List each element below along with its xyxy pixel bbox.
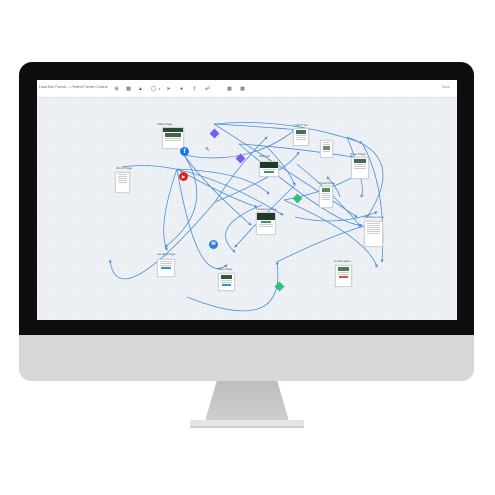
top-toolbar: Lead Gen Funnel — Perfect Funnel Content… (37, 80, 457, 98)
node-label: Webinar (259, 154, 271, 158)
node-label: Confirmation (334, 259, 352, 263)
page-node-confirm[interactable] (335, 265, 352, 287)
page-node-video[interactable] (218, 273, 235, 291)
connector (213, 122, 363, 144)
connector-lines (108, 122, 384, 312)
node-label: Order Page (350, 152, 366, 156)
share-icon[interactable]: ☍ (204, 85, 211, 92)
email-icon[interactable]: ✉ (209, 240, 218, 249)
page-node-landing[interactable] (157, 259, 175, 277)
page-node-order[interactable] (351, 157, 369, 179)
connector (108, 201, 216, 280)
page-node-email[interactable] (320, 140, 333, 158)
pointer-icon[interactable]: ➤ (166, 85, 171, 92)
plus-icon[interactable]: ⊞ (114, 85, 119, 92)
connector (163, 168, 178, 251)
node-label: Members Area (364, 215, 384, 219)
node-label: Video Page (217, 267, 233, 271)
node-label: Sales Page (157, 122, 173, 126)
connector (176, 168, 228, 269)
node-label: Thank You (294, 123, 309, 127)
connector (283, 199, 378, 268)
node-label: Upsell Page (319, 181, 336, 185)
connector (164, 154, 198, 248)
circle-icon[interactable]: ◯ (150, 85, 157, 92)
connector (183, 154, 252, 226)
funnel-canvas[interactable]: Sales Page Thank You Webinar Opt-In Page… (37, 97, 457, 320)
connector (225, 204, 263, 253)
app-screen: Lead Gen Funnel — Perfect Funnel Content… (37, 80, 457, 320)
page-node-thank-you[interactable] (293, 128, 309, 146)
cursor-icon: ↖ (205, 147, 211, 153)
connector (276, 224, 368, 263)
grid-icon[interactable]: ▦ (227, 85, 232, 92)
connector (266, 146, 296, 186)
page-node-optin[interactable] (115, 172, 130, 193)
node-label: Opt-In Page (116, 166, 133, 170)
connector (326, 176, 341, 198)
node-label: Landing Page (157, 252, 176, 256)
save-button[interactable]: Save (442, 85, 450, 89)
connector (213, 123, 300, 132)
image-icon[interactable]: ▩ (126, 85, 131, 92)
monitor-stand (205, 381, 289, 421)
connector (296, 163, 362, 228)
monitor-base (190, 420, 304, 428)
connector (214, 136, 268, 203)
funnel-title[interactable]: Lead Gen Funnel — Perfect Funnel Content (39, 85, 108, 89)
page-node-sales[interactable] (162, 127, 184, 149)
connector (238, 143, 354, 159)
youtube-icon[interactable]: ▶ (179, 172, 188, 181)
connector (346, 136, 384, 218)
record-icon[interactable]: ● (179, 85, 184, 92)
connector (183, 129, 296, 159)
connector (186, 261, 279, 312)
page-node-upsell[interactable] (319, 186, 333, 208)
page-node-webinar[interactable] (259, 161, 279, 177)
connector (121, 165, 284, 216)
connector (176, 168, 270, 195)
layout-icon[interactable]: ▩ (240, 85, 245, 92)
connector (213, 123, 358, 218)
monitor-chin (19, 335, 474, 381)
monitor-base-shadow (190, 426, 304, 428)
export-icon[interactable]: ⇧ (192, 85, 197, 92)
page-node-members[interactable] (364, 221, 383, 247)
page-node-checkout[interactable] (256, 212, 276, 235)
node-label: Checkout Page (256, 207, 277, 211)
chart-icon[interactable]: ▲ (138, 85, 143, 92)
facebook-icon[interactable]: f (180, 147, 189, 156)
chevron-down-icon[interactable]: ▾ (158, 86, 161, 91)
